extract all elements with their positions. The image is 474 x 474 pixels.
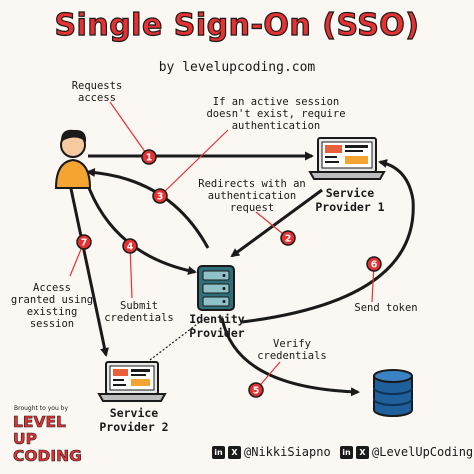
- arrow-idp-to-sp1: [241, 159, 415, 324]
- step-number-4: 4: [127, 242, 134, 253]
- step-badge-4: 4: [122, 238, 138, 254]
- arrow-user-to-sp2: [68, 183, 109, 357]
- brand-line-1: LEVEL UP: [13, 413, 67, 448]
- user-icon: [54, 129, 92, 189]
- note-redirects: Redirects with an authentication request: [198, 178, 306, 214]
- step-badge-7: 7: [76, 234, 92, 250]
- brand-line-2: CODING: [13, 447, 82, 465]
- step-badge-2: 2: [280, 230, 296, 246]
- note-access-granted: Access granted using existing session: [10, 282, 94, 330]
- laptop-icon-sp1: [308, 137, 386, 180]
- x-icon: X: [356, 445, 369, 459]
- arrow-sp1-to-user: [86, 168, 210, 249]
- note-verify-credentials: Verify credentials: [257, 338, 327, 362]
- step-number-3: 3: [157, 192, 164, 203]
- database-icon: [373, 369, 413, 417]
- note-no-session: If an active session doesn't exist, requ…: [206, 96, 346, 132]
- byline: by levelupcoding.com: [158, 60, 316, 75]
- label-identity-provider: Identity Provider: [189, 312, 245, 340]
- step-number-7: 7: [81, 238, 88, 249]
- arrow-idp-to-database: [220, 317, 360, 397]
- label-service-provider-1: Service Provider 1: [315, 186, 385, 214]
- social-handle-levelup[interactable]: in X @LevelUpCoding: [340, 444, 473, 460]
- linkedin-icon: in: [212, 445, 225, 459]
- laptop-icon-sp2: [97, 361, 167, 402]
- handle-nikki: @NikkiSiapno: [244, 445, 331, 459]
- handle-levelup: @LevelUpCoding: [372, 445, 474, 459]
- leader-no-session: [159, 129, 229, 197]
- step-number-6: 6: [371, 260, 378, 271]
- step-badge-1: 1: [141, 149, 157, 165]
- leader-submit: [129, 245, 133, 299]
- label-service-provider-2: Service Provider 2: [99, 406, 169, 434]
- brand-logo: LEVEL UP CODING: [13, 413, 82, 465]
- x-icon: X: [228, 445, 241, 459]
- dotted-link-idp-sp2: [149, 317, 206, 361]
- linkedin-icon: in: [340, 445, 353, 459]
- note-submit-credentials: Submit credentials: [104, 300, 174, 324]
- social-handle-nikki[interactable]: in X @NikkiSiapno: [212, 444, 331, 460]
- step-number-1: 1: [146, 153, 153, 164]
- arrow-sp1-to-idp: [230, 188, 323, 258]
- step-badge-3: 3: [152, 188, 168, 204]
- step-badge-5: 5: [248, 382, 264, 398]
- diagram-title: Single Sign-On (SSO): [54, 7, 420, 43]
- note-send-token: Send token: [354, 302, 418, 314]
- arrow-user-to-idp: [84, 179, 197, 276]
- note-requests-access: Requests access: [71, 80, 123, 104]
- leader-requests: [109, 101, 149, 157]
- step-number-2: 2: [285, 234, 292, 245]
- brought-to-you-by: Brought to you by: [14, 405, 69, 412]
- step-badge-6: 6: [366, 256, 382, 272]
- server-icon-idp: [197, 265, 235, 311]
- step-number-5: 5: [253, 386, 260, 397]
